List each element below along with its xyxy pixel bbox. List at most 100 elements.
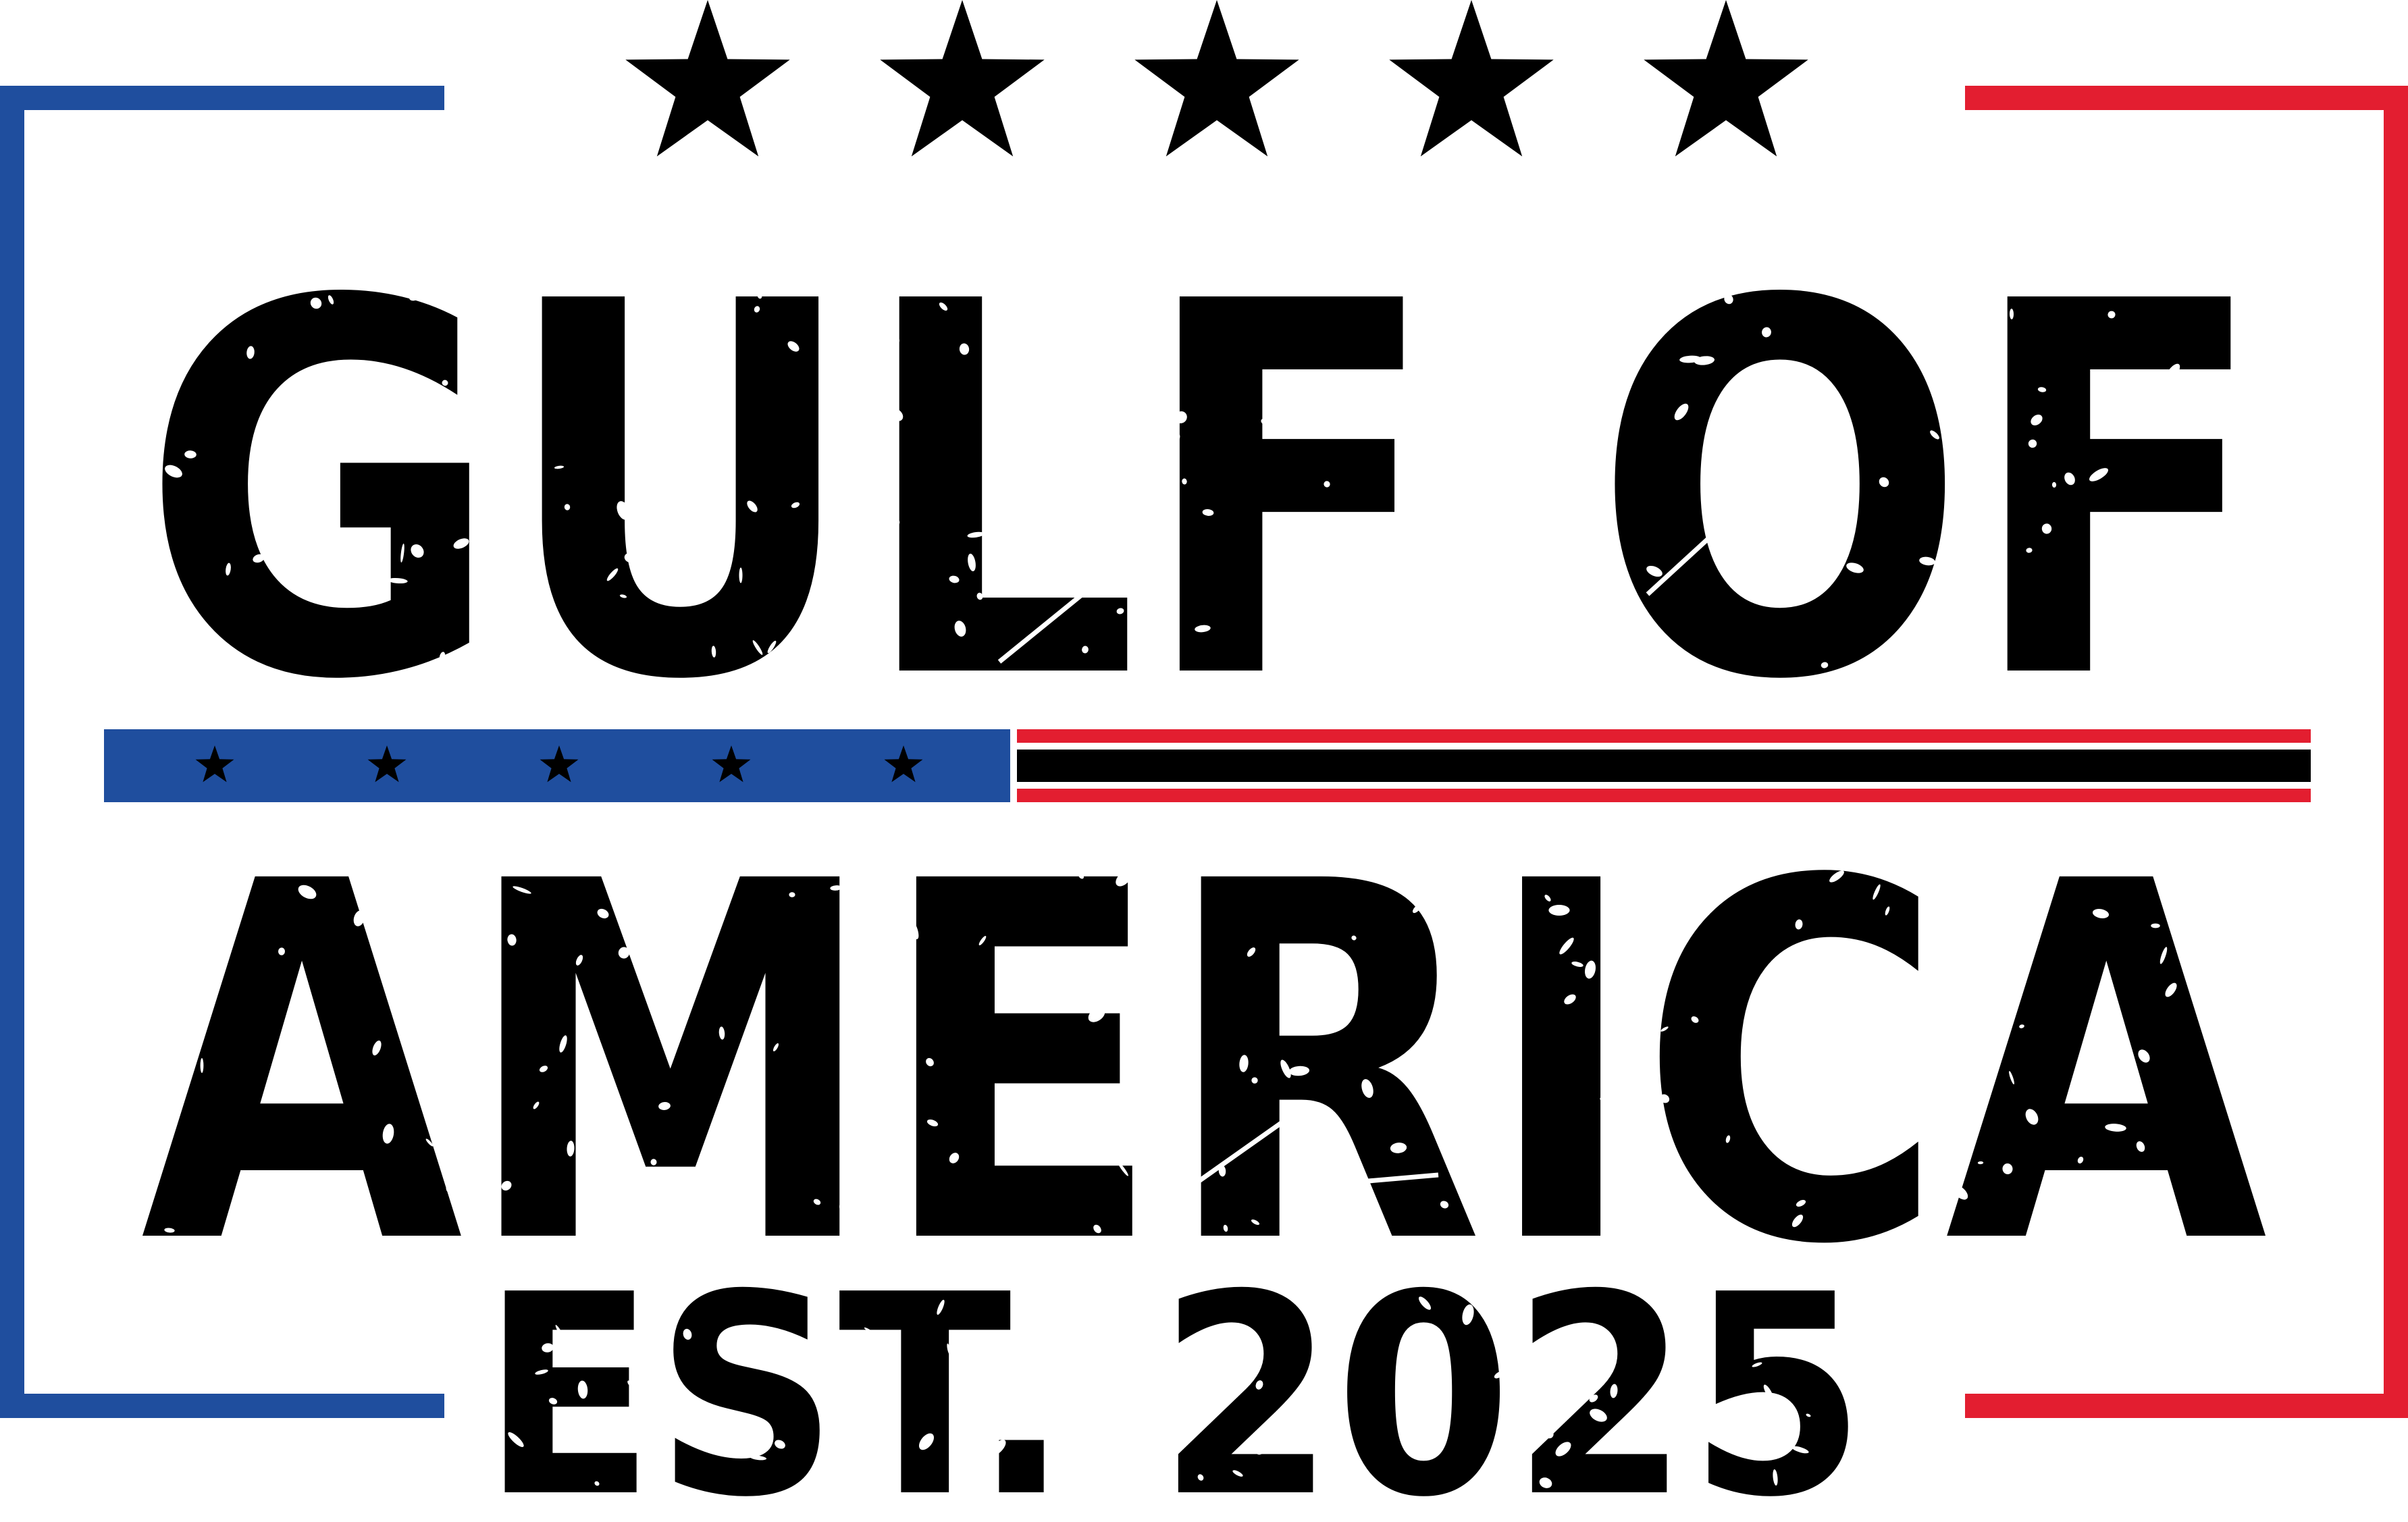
distress-speck — [1151, 1317, 1161, 1325]
distress-speck — [757, 292, 762, 299]
band-white-stripe-top — [1017, 743, 2311, 750]
distress-speck — [1385, 522, 1398, 526]
distress-speck — [452, 1082, 456, 1097]
distress-speck — [1610, 1384, 1618, 1398]
distress-speck — [1806, 1413, 1811, 1417]
distress-speck — [1202, 509, 1214, 516]
distress-speck — [2077, 1156, 2084, 1164]
distress-speck — [328, 295, 334, 305]
distress-speck — [1791, 1446, 1809, 1454]
distress-speck — [1657, 1309, 1663, 1315]
distress-speck — [1116, 608, 1124, 614]
distress-speck — [2276, 246, 2282, 252]
distress-speck — [1861, 1132, 1881, 1145]
distress-speck — [624, 552, 636, 563]
divider-band — [104, 729, 2311, 802]
established-year: EST. 2025 — [481, 1235, 1866, 1522]
distress-speck — [290, 490, 304, 509]
distress-speck — [2009, 309, 2014, 319]
distress-speck — [1251, 1077, 1258, 1084]
distress-speck — [548, 1398, 558, 1405]
distress-speck — [791, 502, 800, 508]
distress-speck — [2258, 519, 2266, 528]
distress-speck — [1903, 1086, 1914, 1105]
distress-speck — [1093, 1224, 1101, 1234]
distress-speck — [307, 1018, 314, 1026]
distress-speck — [298, 885, 317, 899]
distress-speck — [1175, 434, 1180, 443]
distress-speck — [1763, 1384, 1774, 1400]
distress-speck — [675, 1400, 683, 1419]
distress-speck — [2234, 240, 2241, 250]
distress-speck — [885, 518, 900, 529]
distress-speck — [411, 544, 424, 558]
distress-speck — [2019, 1024, 2024, 1028]
distress-speck — [861, 1009, 876, 1016]
distress-speck — [359, 442, 368, 451]
distress-speck — [1417, 875, 1428, 887]
distress-speck — [754, 306, 760, 313]
distress-speck — [2009, 1071, 2014, 1084]
distress-speck — [394, 240, 398, 259]
distress-scratch — [1646, 518, 1731, 596]
distress-speck — [136, 392, 151, 400]
distress-speck — [310, 297, 322, 309]
distress-speck — [683, 1328, 692, 1340]
distress-speck — [1868, 1447, 1877, 1459]
distress-speck — [439, 652, 446, 662]
distress-speck — [1507, 1375, 1525, 1382]
distress-speck — [2028, 439, 2037, 448]
star-icon — [1389, 0, 1554, 157]
distress-speck — [184, 450, 197, 458]
distress-speck — [1980, 1039, 1999, 1049]
distress-speck — [436, 941, 443, 953]
distress-speck — [926, 1057, 934, 1067]
distress-speck — [718, 1026, 725, 1040]
distress-speck — [2105, 1124, 2126, 1132]
distress-speck — [1024, 978, 1039, 988]
distress-speck — [200, 1058, 204, 1073]
distress-speck — [484, 303, 490, 311]
distress-speck — [2202, 574, 2216, 592]
distress-speck — [2231, 505, 2241, 510]
distress-speck — [1412, 904, 1421, 914]
distress-speck — [990, 1440, 1006, 1456]
distress-speck — [1188, 261, 1197, 269]
distress-speck — [839, 1201, 850, 1213]
distress-speck — [127, 372, 138, 383]
distress-speck — [542, 1343, 554, 1353]
distress-speck — [1070, 265, 1082, 286]
distress-speck — [1539, 1477, 1552, 1488]
distress-speck — [2081, 1055, 2089, 1074]
distress-speck — [2245, 1136, 2266, 1145]
distress-speck — [1679, 355, 1701, 363]
distress-speck — [1165, 1082, 1172, 1086]
distress-speck — [1255, 1380, 1263, 1390]
distress-speck — [533, 1101, 540, 1109]
distress-speck — [2108, 311, 2116, 319]
distress-speck — [567, 1140, 575, 1157]
distress-speck — [658, 1102, 671, 1110]
distress-speck — [1390, 1143, 1407, 1153]
distress-speck — [2031, 415, 2043, 425]
distress-speck — [382, 1124, 394, 1144]
headline-gulf-of: GULF OF — [140, 195, 2268, 792]
distress-speck — [498, 258, 518, 271]
distress-speck — [1600, 1095, 1616, 1101]
top-stars-row — [625, 0, 1808, 157]
distress-speck — [473, 276, 479, 291]
distress-speck — [2041, 523, 2052, 534]
distress-speck — [1988, 1024, 1997, 1030]
distress-speck — [407, 928, 420, 945]
distress-speck — [834, 1413, 846, 1425]
distress-speck — [130, 1040, 140, 1049]
distress-speck — [747, 500, 758, 513]
distress-speck — [752, 640, 763, 655]
red-frame-right — [1965, 86, 2408, 1418]
distress-speck — [1375, 563, 1392, 579]
distress-speck — [627, 1380, 633, 1387]
distress-speck — [1685, 1362, 1700, 1374]
distress-speck — [1919, 556, 1935, 566]
distress-speck — [253, 554, 265, 563]
distress-speck — [1462, 1304, 1474, 1326]
